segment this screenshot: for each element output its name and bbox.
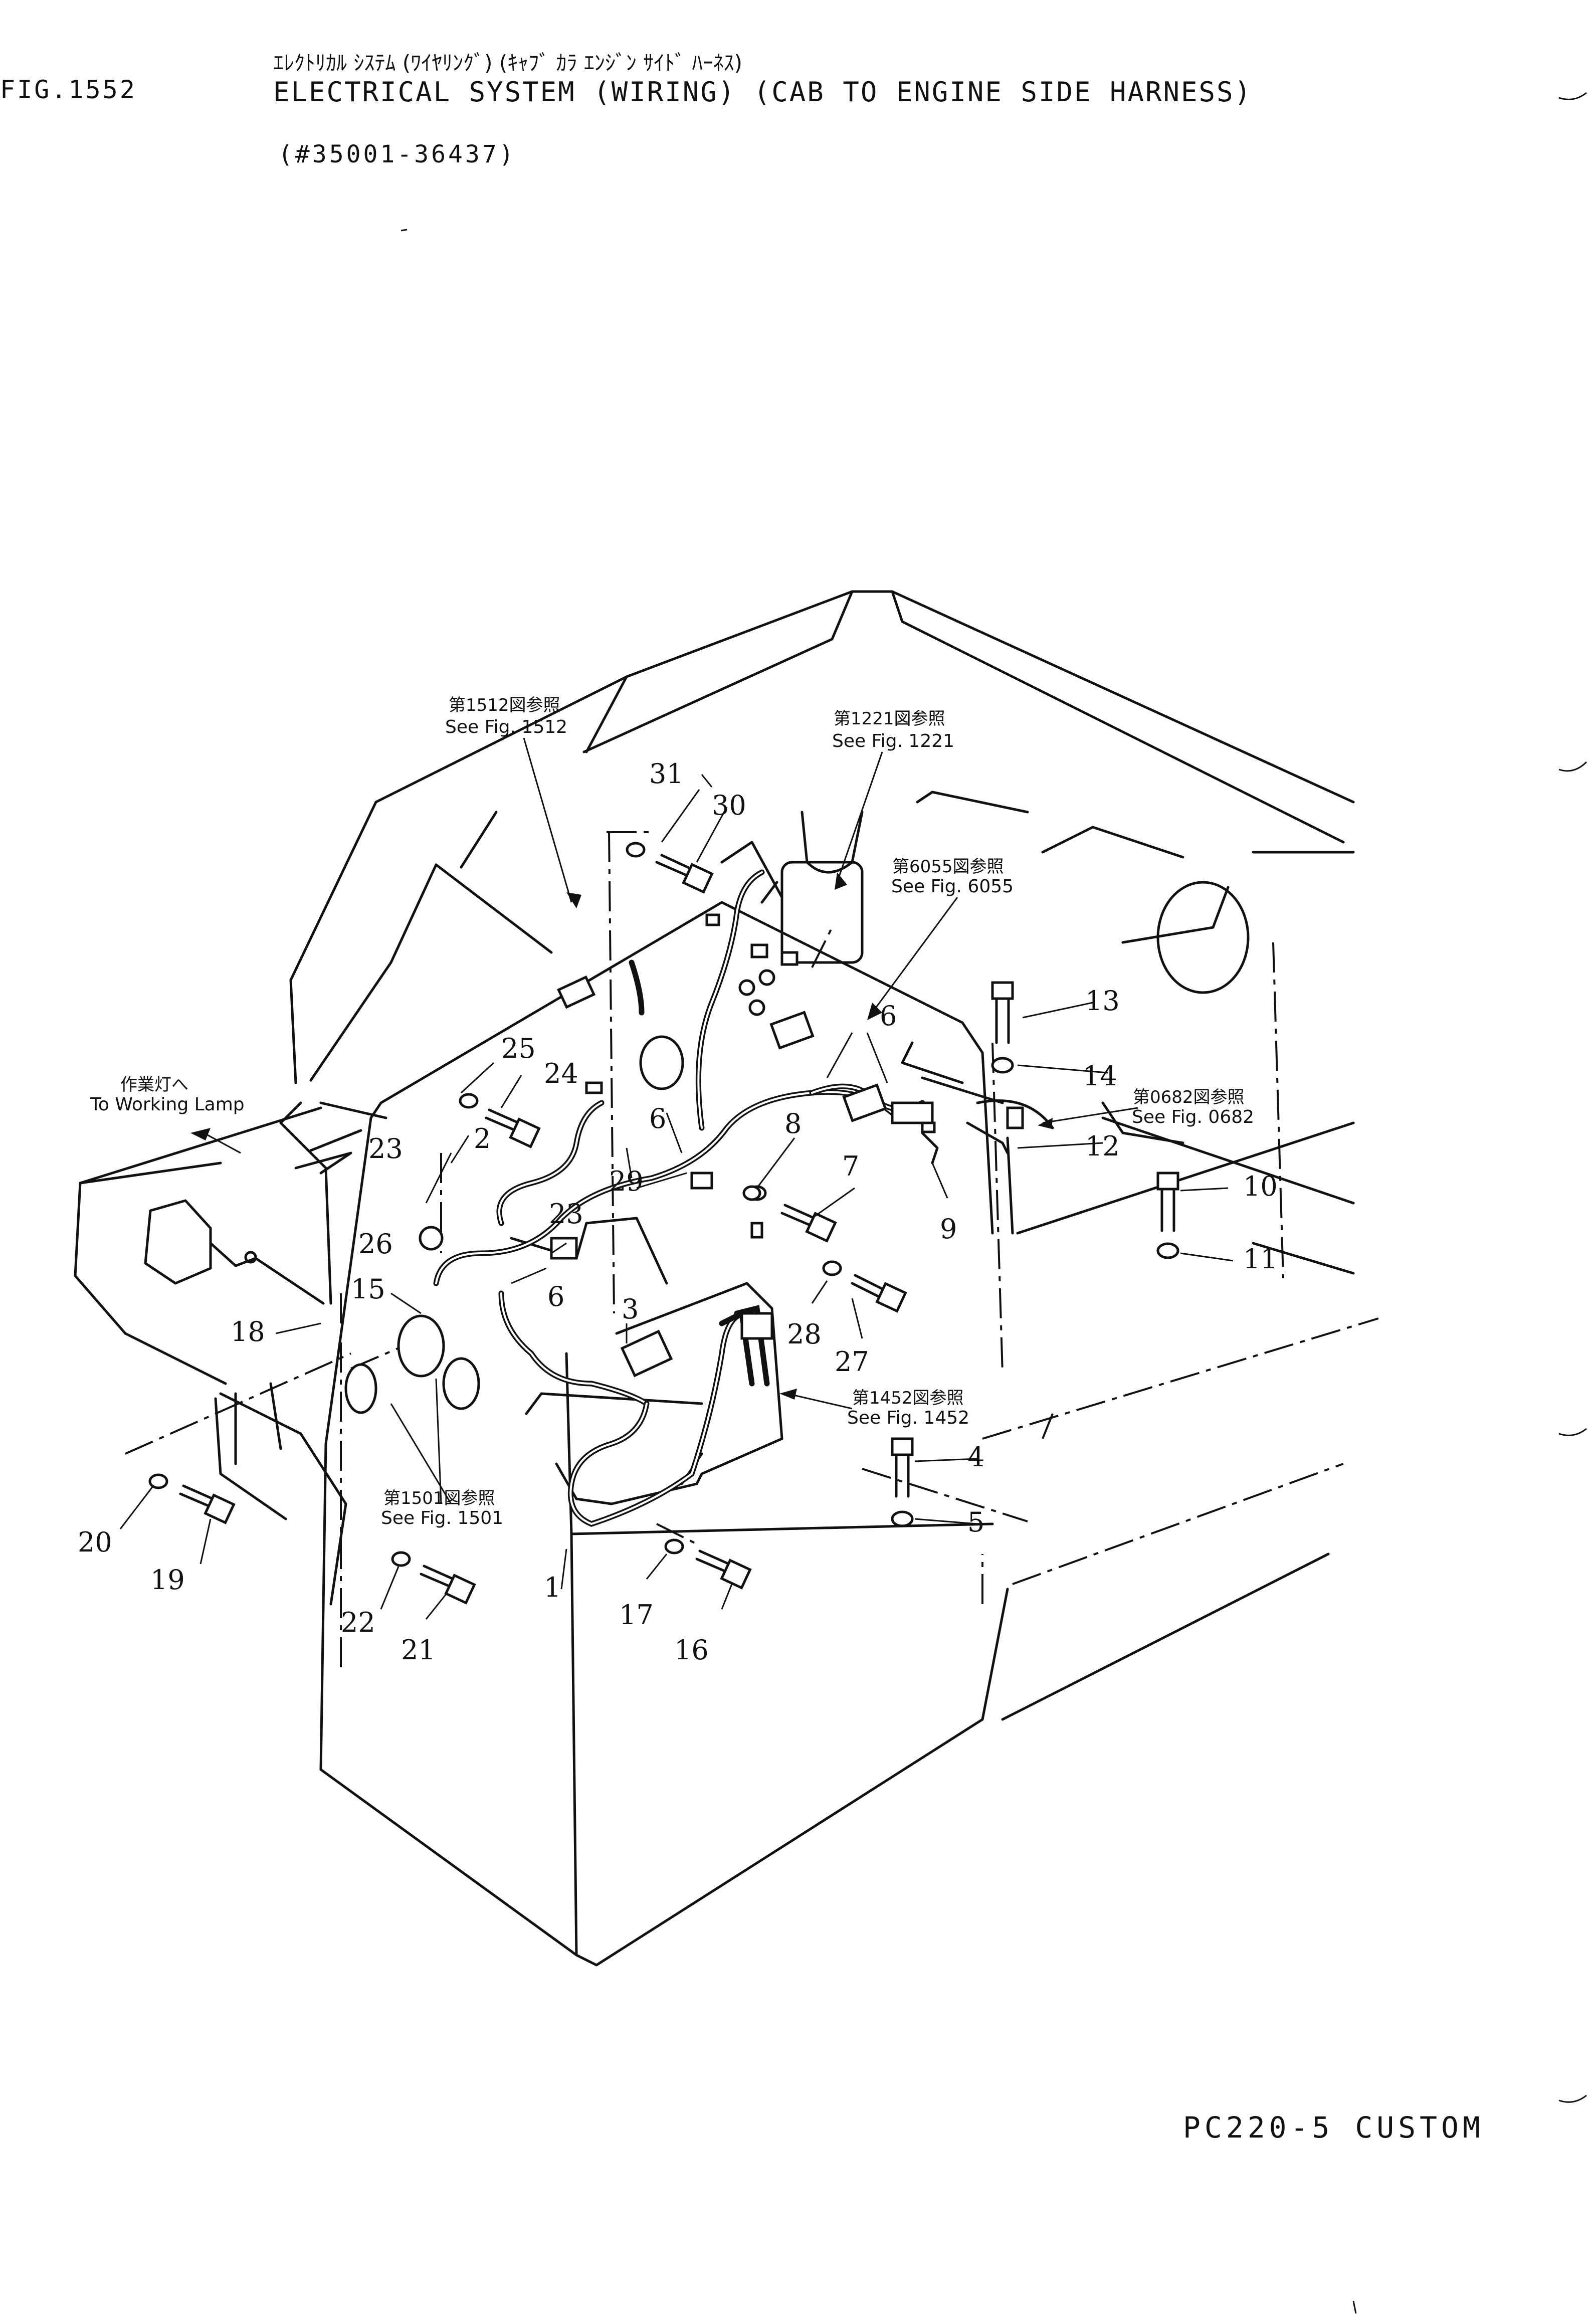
title-english: ELECTRICAL SYSTEM (WIRING) (CAB TO ENGIN… <box>273 76 1253 108</box>
part-number: 6 <box>649 1103 666 1134</box>
center-housing <box>319 901 1355 1967</box>
ref-6055-en: See Fig. 6055 <box>891 876 1014 897</box>
ref-1452-en: See Fig. 1452 <box>847 1408 969 1428</box>
part-number: 22 <box>341 1607 375 1638</box>
part-number: 25 <box>501 1033 536 1064</box>
ref-1512-en: See Fig. 1512 <box>445 717 567 737</box>
ref-6055-jp: 第6055図参照 <box>892 857 1004 877</box>
margin-marks <box>401 92 1587 2314</box>
part-number: 29 <box>609 1166 644 1197</box>
centerlines <box>125 831 1379 1669</box>
part-number: 12 <box>1085 1130 1120 1162</box>
bolts-and-washers <box>148 842 1179 1605</box>
serial-range: (#35001-36437) <box>278 140 516 168</box>
part-number: 23 <box>368 1133 403 1165</box>
part-number: 17 <box>619 1599 654 1631</box>
part-number: 6 <box>880 1000 897 1032</box>
ref-1452-jp: 第1452図参照 <box>852 1388 964 1408</box>
upper-frame-outline <box>74 590 1355 1385</box>
part-number: 30 <box>712 790 746 821</box>
ref-working-lamp-jp: 作業灯へ <box>120 1075 188 1095</box>
part-number: 26 <box>358 1228 393 1260</box>
ref-0682-jp: 第0682図参照 <box>1133 1087 1245 1107</box>
harness-components <box>344 913 1024 1414</box>
title-japanese: ｴﾚｸﾄﾘｶﾙ ｼｽﾃﾑ (ﾜｲﾔﾘﾝｸﾞ) (ｷｬﾌﾞ ｶﾗ ｴﾝｼﾞﾝ ｻｲ… <box>273 51 742 75</box>
part-number: 14 <box>1083 1060 1117 1092</box>
figure-number: FIG.1552 <box>0 75 137 104</box>
part-number: 27 <box>835 1346 869 1378</box>
part-number: 7 <box>842 1150 859 1182</box>
part-number: 20 <box>78 1526 112 1558</box>
part-number: 28 <box>787 1318 822 1350</box>
part-number: 6 <box>547 1281 564 1312</box>
ref-1221-en: See Fig. 1221 <box>832 731 954 751</box>
part-number: 31 <box>649 758 684 790</box>
part-number-labels: 1 2 3 4 5 6 6 6 6 7 8 9 10 11 12 13 14 1… <box>78 758 1278 1666</box>
part-number: 8 <box>784 1108 802 1139</box>
part-number: 10 <box>1243 1171 1278 1202</box>
ref-0682-en: See Fig. 0682 <box>1132 1107 1254 1127</box>
ref-1501-jp: 第1501図参照 <box>383 1488 495 1508</box>
ref-1221-jp: 第1221図参照 <box>834 709 945 729</box>
part-number: 24 <box>544 1058 578 1089</box>
part-number: 19 <box>150 1564 185 1596</box>
leader-lines <box>119 737 1234 1620</box>
part-number: 1 <box>544 1572 561 1603</box>
reference-callouts: 第1512図参照 See Fig. 1512 第1221図参照 See Fig.… <box>90 695 1254 1528</box>
part-number: 2 <box>474 1123 491 1154</box>
part-number: 11 <box>1243 1243 1278 1275</box>
part-number: 21 <box>401 1634 436 1666</box>
part-number: 15 <box>351 1273 385 1305</box>
part-number: 5 <box>967 1506 984 1538</box>
model-designation: PC220-5 CUSTOM <box>1183 2110 1484 2145</box>
ref-working-lamp-en: To Working Lamp <box>90 1094 245 1115</box>
ref-1512-jp: 第1512図参照 <box>449 695 560 715</box>
part-number: 16 <box>674 1634 709 1666</box>
working-lamp-unit <box>144 1128 325 1305</box>
part-number: 23 <box>549 1198 583 1230</box>
part-number: 3 <box>622 1293 639 1325</box>
part-number: 18 <box>231 1316 265 1347</box>
part-number: 9 <box>940 1213 957 1245</box>
part-number: 13 <box>1085 985 1120 1017</box>
ref-1501-en: See Fig. 1501 <box>381 1508 503 1528</box>
lower-frame <box>214 1382 1330 1721</box>
part-number: 4 <box>967 1441 984 1473</box>
engine-assembly <box>720 791 1250 1144</box>
